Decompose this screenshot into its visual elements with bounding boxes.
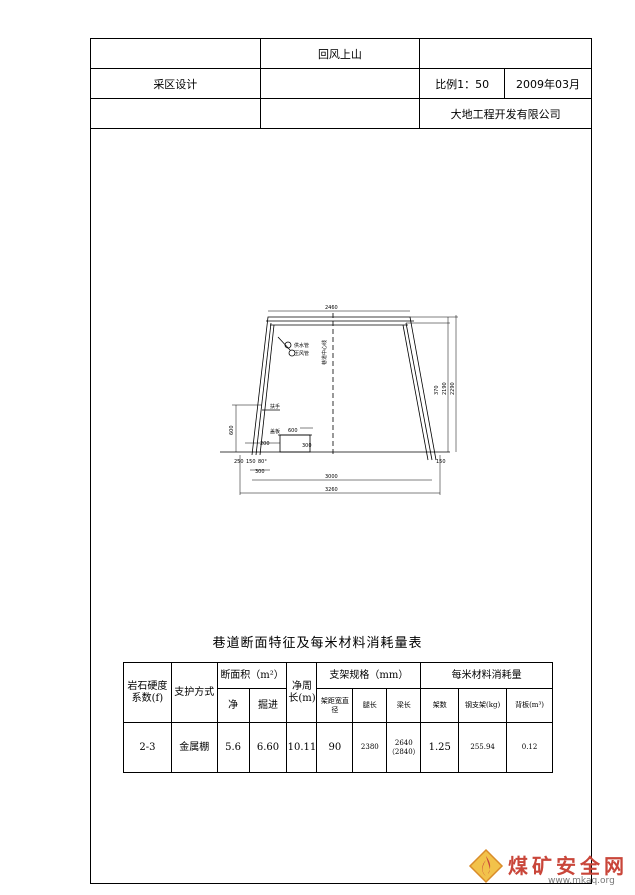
watermark: 煤矿安全网 www.mkaq.org xyxy=(468,848,630,890)
label-centerline: 巷道中心线 xyxy=(321,340,328,365)
label-cover: 盖板 xyxy=(270,428,280,435)
table-row: 2-3 金属棚 5.6 6.60 10.11 90 2380 2640（2840… xyxy=(123,722,553,773)
label-iron-pipe: 供水管 xyxy=(294,342,309,349)
cell-net-perimeter: 10.11 xyxy=(286,722,318,773)
dim-angle: 80° xyxy=(258,459,267,465)
company-name: 大地工程开发有限公司 xyxy=(419,98,592,129)
header-beam-length: 梁长 xyxy=(386,688,422,723)
header-excavation: 掘进 xyxy=(248,688,288,723)
header-net: 净 xyxy=(216,688,250,723)
project-name: 回风上山 xyxy=(259,38,421,69)
cell-lagging: 0.12 xyxy=(506,722,553,773)
header-net-perimeter: 净周长(m) xyxy=(286,662,318,723)
cell-leg-length: 2380 xyxy=(352,722,388,773)
cell-rock-hardness: 2-3 xyxy=(123,722,172,773)
header-lagging: 背板(m³) xyxy=(506,688,553,723)
dim-net-height: 2190 xyxy=(442,382,448,395)
dim-net-width: 3000 xyxy=(325,474,338,480)
dim-total-height: 2290 xyxy=(450,382,456,395)
cell-frame-spacing: 90 xyxy=(316,722,354,773)
scale: 比例1：50 xyxy=(419,68,506,99)
header-support-type: 支护方式 xyxy=(170,662,218,723)
dim-left-1: 250 xyxy=(234,459,244,465)
label-handrail: 扶手 xyxy=(270,403,280,410)
cross-section-drawing: 2460 3000 3260 2190 2290 370 600 300 600… xyxy=(220,305,458,495)
cell-support-type: 金属棚 xyxy=(170,722,218,773)
design-label: 采区设计 xyxy=(90,68,261,99)
dim-bottom-left-2: 300 xyxy=(255,469,265,475)
dim-right: 150 xyxy=(436,459,446,465)
left-leg xyxy=(259,324,275,456)
date: 2009年03月 xyxy=(504,68,592,99)
dim-ditch-width: 600 xyxy=(288,428,298,434)
dim-left-2: 150 xyxy=(246,459,256,465)
label-air-pipe: 压风管 xyxy=(294,350,309,357)
header-support-spec: 支架规格（mm） xyxy=(316,662,422,689)
flame-logo-icon xyxy=(468,848,504,884)
header-steel-weight: 钢支架(kg) xyxy=(458,688,508,723)
header-frame-spacing: 架距宽直径 xyxy=(316,688,354,723)
dim-bottom-left-1: 200 xyxy=(260,441,270,447)
watermark-url: www.mkaq.org xyxy=(548,876,615,886)
excavation-outline xyxy=(251,316,437,461)
cell-beam-length: 2640（2840） xyxy=(386,722,422,773)
header-leg-length: 腿长 xyxy=(352,688,388,723)
table-title: 巷道断面特征及每米材料消耗量表 xyxy=(212,636,423,651)
cell-frame-count: 1.25 xyxy=(420,722,460,773)
spec-table: 岩石硬度系数(f) 支护方式 断面积（m²） 净周长(m) 支架规格（mm） 每… xyxy=(123,662,553,773)
dim-ditch-depth: 300 xyxy=(302,443,312,449)
header-rock-hardness: 岩石硬度系数(f) xyxy=(123,662,172,723)
cell-excavation-area: 6.60 xyxy=(248,722,288,773)
cell-net-area: 5.6 xyxy=(216,722,250,773)
dim-bottom-width: 3260 xyxy=(325,487,338,493)
dim-height-mid: 370 xyxy=(434,385,440,395)
header-section-area: 断面积（m²） xyxy=(216,662,288,689)
watermark-text: 煤矿安全网 xyxy=(508,854,628,878)
dim-top-width: 2460 xyxy=(325,305,338,311)
right-leg xyxy=(402,324,429,461)
dim-left-height: 600 xyxy=(229,425,235,435)
header-frame-count: 架数 xyxy=(420,688,460,723)
cell-steel-weight: 255.94 xyxy=(458,722,508,773)
header-material: 每米材料消耗量 xyxy=(420,662,553,689)
title-block: 回风上山 采区设计 比例1：50 2009年03月 大地工程开发有限公司 xyxy=(90,38,592,129)
